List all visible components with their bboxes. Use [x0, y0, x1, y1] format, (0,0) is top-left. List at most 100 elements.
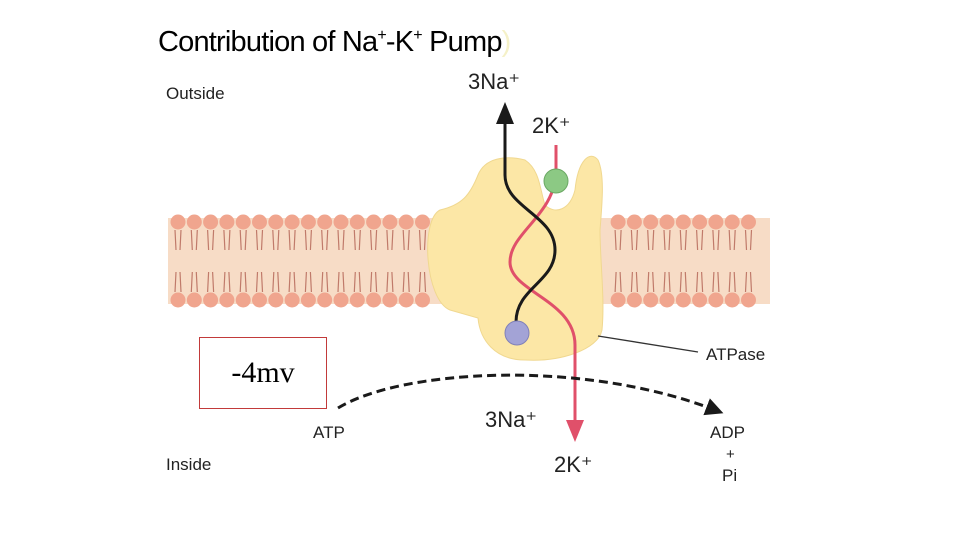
lipid-head — [675, 292, 691, 308]
lipid-head — [382, 292, 398, 308]
lipid-head — [643, 292, 659, 308]
lipid-head — [203, 292, 219, 308]
lipid-head — [398, 292, 414, 308]
title-trailing-paren: ) — [501, 26, 512, 58]
lipid-head — [692, 292, 708, 308]
lipid-head — [219, 214, 235, 230]
lipid-tail — [370, 229, 378, 293]
lipid-head — [415, 292, 430, 308]
lipid-head — [741, 292, 756, 308]
lipid-head — [186, 292, 202, 308]
lipid-head — [415, 214, 430, 230]
lipid-tail — [190, 229, 198, 293]
lipid-head — [398, 214, 414, 230]
lipid-tail — [728, 229, 736, 293]
lipid-head — [333, 214, 349, 230]
lipid-head — [382, 214, 398, 230]
lipid-head — [219, 292, 235, 308]
lipid-head — [708, 214, 724, 230]
lipid-head — [659, 214, 675, 230]
lipid-tail — [272, 229, 280, 293]
lipid-head — [333, 292, 349, 308]
lipid-head — [643, 214, 659, 230]
lipid-tail — [663, 229, 671, 293]
lipid-tail — [223, 229, 231, 293]
k-binding-site — [543, 168, 569, 194]
lipid-head — [317, 214, 333, 230]
lipid-head — [252, 214, 267, 230]
lipid-tail — [418, 229, 427, 293]
lipid-head — [626, 214, 642, 230]
lipid-head — [659, 292, 675, 308]
k-inside-label: 2K⁺ — [554, 452, 593, 477]
lipid-head — [300, 292, 316, 308]
lipid-tail — [712, 229, 720, 293]
lipid-tail — [353, 229, 361, 293]
lipid-head — [349, 292, 365, 308]
inside-label: Inside — [166, 455, 211, 474]
title-sup-1: + — [377, 27, 386, 44]
lipid-tail — [239, 229, 247, 293]
title-part-2: -K — [385, 26, 414, 58]
pi-label: Pi — [722, 466, 737, 485]
lipid-tail — [207, 229, 215, 293]
lipid-head — [252, 292, 267, 308]
lipid-head — [708, 292, 724, 308]
lipid-tail — [386, 229, 394, 293]
lipid-head — [724, 292, 740, 308]
lipid-tail — [402, 229, 410, 293]
atp-label: ATP — [313, 423, 345, 442]
title-sup-2: + — [413, 27, 422, 44]
outside-label: Outside — [166, 84, 225, 103]
lipid-head — [268, 214, 284, 230]
lipid-head — [235, 292, 251, 308]
atpase-label: ATPase — [706, 345, 765, 364]
lipid-head — [170, 292, 186, 308]
lipid-head — [675, 214, 691, 230]
k-ion-path — [508, 145, 577, 425]
lipid-head — [170, 214, 186, 230]
lipid-tail — [744, 229, 753, 293]
lipid-head — [610, 292, 626, 308]
na-inside-label: 3Na⁺ — [485, 407, 537, 432]
na-outward-arrowhead — [496, 102, 514, 124]
atp-adp-arrow — [337, 373, 724, 416]
membrane-potential-value: -4mv — [231, 356, 295, 389]
lipid-tail — [288, 229, 296, 293]
lipid-head — [366, 214, 382, 230]
lipid-head — [626, 292, 642, 308]
lipid-head — [349, 214, 365, 230]
title-part-3: Pump — [421, 26, 502, 58]
lipid-head — [300, 214, 316, 230]
lipid-tail — [321, 229, 329, 293]
membrane-potential-box: -4mv — [199, 337, 327, 409]
lipid-head — [284, 214, 300, 230]
lipid-head — [317, 292, 333, 308]
k-inward-arrowhead — [566, 420, 584, 442]
lipid-tail — [255, 229, 264, 293]
lipid-head — [692, 214, 708, 230]
lipid-tail — [696, 229, 704, 293]
lipid-head — [203, 214, 219, 230]
lipid-head — [235, 214, 251, 230]
na-ion-path — [503, 120, 557, 345]
k-outside-label: 2K⁺ — [532, 113, 571, 138]
title-part-1: Contribution of Na — [158, 26, 378, 58]
lipid-head — [724, 214, 740, 230]
lipid-head — [366, 292, 382, 308]
lipid-head — [268, 292, 284, 308]
adp-plus-label: + — [726, 446, 735, 463]
lipid-head — [284, 292, 300, 308]
adp-label: ADP — [710, 423, 745, 442]
slide-title: Contribution of Na+-K+ Pump) — [158, 26, 511, 59]
na-binding-site — [504, 320, 530, 346]
lipid-tail — [630, 229, 638, 293]
lipid-tail — [304, 229, 312, 293]
lipid-head — [610, 214, 626, 230]
na-outside-label: 3Na⁺ — [468, 69, 520, 94]
atpase-pointer-line — [597, 335, 699, 353]
lipid-tail — [679, 229, 687, 293]
lipid-head — [741, 214, 756, 230]
lipid-tail — [174, 229, 182, 293]
